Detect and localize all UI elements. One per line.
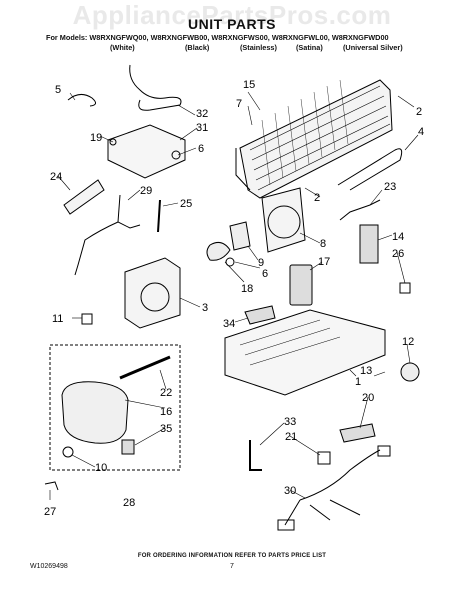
callout-19: 19 [90,132,102,144]
callout-23: 23 [384,181,396,193]
callout-5: 5 [55,84,61,96]
strap-25 [157,199,161,233]
cover-31 [107,124,186,179]
pad-14 [359,224,379,264]
overload-35 [121,439,135,455]
page-number: 7 [230,563,234,570]
clip-21 [317,451,331,465]
callout-8: 8 [320,238,326,250]
callout-29: 29 [140,185,152,197]
callout-2a: 2 [416,106,422,118]
bracket-26 [399,282,411,294]
ordering-note: FOR ORDERING INFORMATION REFER TO PARTS … [137,553,327,559]
callout-4: 4 [418,126,424,138]
callout-24: 24 [50,171,62,183]
clip-5 [67,94,96,107]
color-label-stainless: (Stainless) [240,43,277,52]
sensor-17 [289,264,313,306]
callout-13: 13 [360,365,372,377]
drain-tube-29 [74,194,141,276]
callout-12: 12 [402,336,414,348]
callout-30: 30 [284,485,296,497]
callout-17: 17 [318,256,330,268]
models-line: For Models: W8RXNGFWQ00, W8RXNGFWB00, W8… [46,33,389,42]
harness-30 [284,449,381,526]
condenser-3 [124,257,181,329]
color-label-black: (Black) [185,43,210,52]
grommet-10 [62,446,74,458]
wheel-12 [400,362,420,382]
plate-20 [339,423,376,443]
compressor-16 [61,381,129,444]
callout-7: 7 [236,98,242,110]
callout-10: 10 [95,462,107,474]
insulation-24 [63,179,105,215]
callout-3: 3 [202,302,208,314]
callout-18: 18 [241,283,253,295]
color-label-white: (White) [110,43,135,52]
color-label-universal-silver: (Universal Silver) [343,43,403,52]
screw-6a [171,150,181,160]
wire-harness-32 [129,64,182,111]
screw-19 [109,138,117,146]
document-number: W10269498 [30,563,68,570]
callout-20: 20 [362,392,374,404]
callout-1: 1 [355,376,361,388]
page-title: UNIT PARTS [188,16,276,32]
callout-6a: 6 [198,143,204,155]
callout-14: 14 [392,231,404,243]
callout-33: 33 [284,416,296,428]
callout-6b: 6 [262,268,268,280]
callout-32: 32 [196,108,208,120]
callout-21: 21 [285,431,297,443]
color-label-satina: (Satina) [296,43,323,52]
callout-16: 16 [160,406,172,418]
clip-27 [44,481,59,491]
fan-motor-9 [229,221,251,251]
watermark: AppliancePartsPros.com [72,0,392,30]
plate-34 [244,305,276,325]
tube-4 [337,148,403,191]
base-plate-1 [224,309,386,396]
callout-26: 26 [392,248,404,260]
callout-34: 34 [223,318,235,330]
callout-11: 11 [52,313,63,325]
condenser-coil [235,79,393,199]
callout-27: 27 [44,506,56,518]
callout-22: 22 [160,387,172,399]
fan-blade-18 [206,241,231,261]
callout-31: 31 [196,122,208,134]
clip-11 [81,313,93,325]
callout-25: 25 [180,198,192,210]
callout-9: 9 [258,257,264,269]
cord-23 [339,199,381,221]
callout-15: 15 [243,79,255,91]
screw-6b [225,257,235,267]
callout-2b: 2 [314,192,320,204]
callout-35: 35 [160,423,172,435]
bracket-33 [249,440,262,471]
callout-28: 28 [123,497,135,509]
relay-22 [119,355,171,380]
compressor-group-28 [49,344,181,471]
fan-shroud-8 [261,187,306,253]
